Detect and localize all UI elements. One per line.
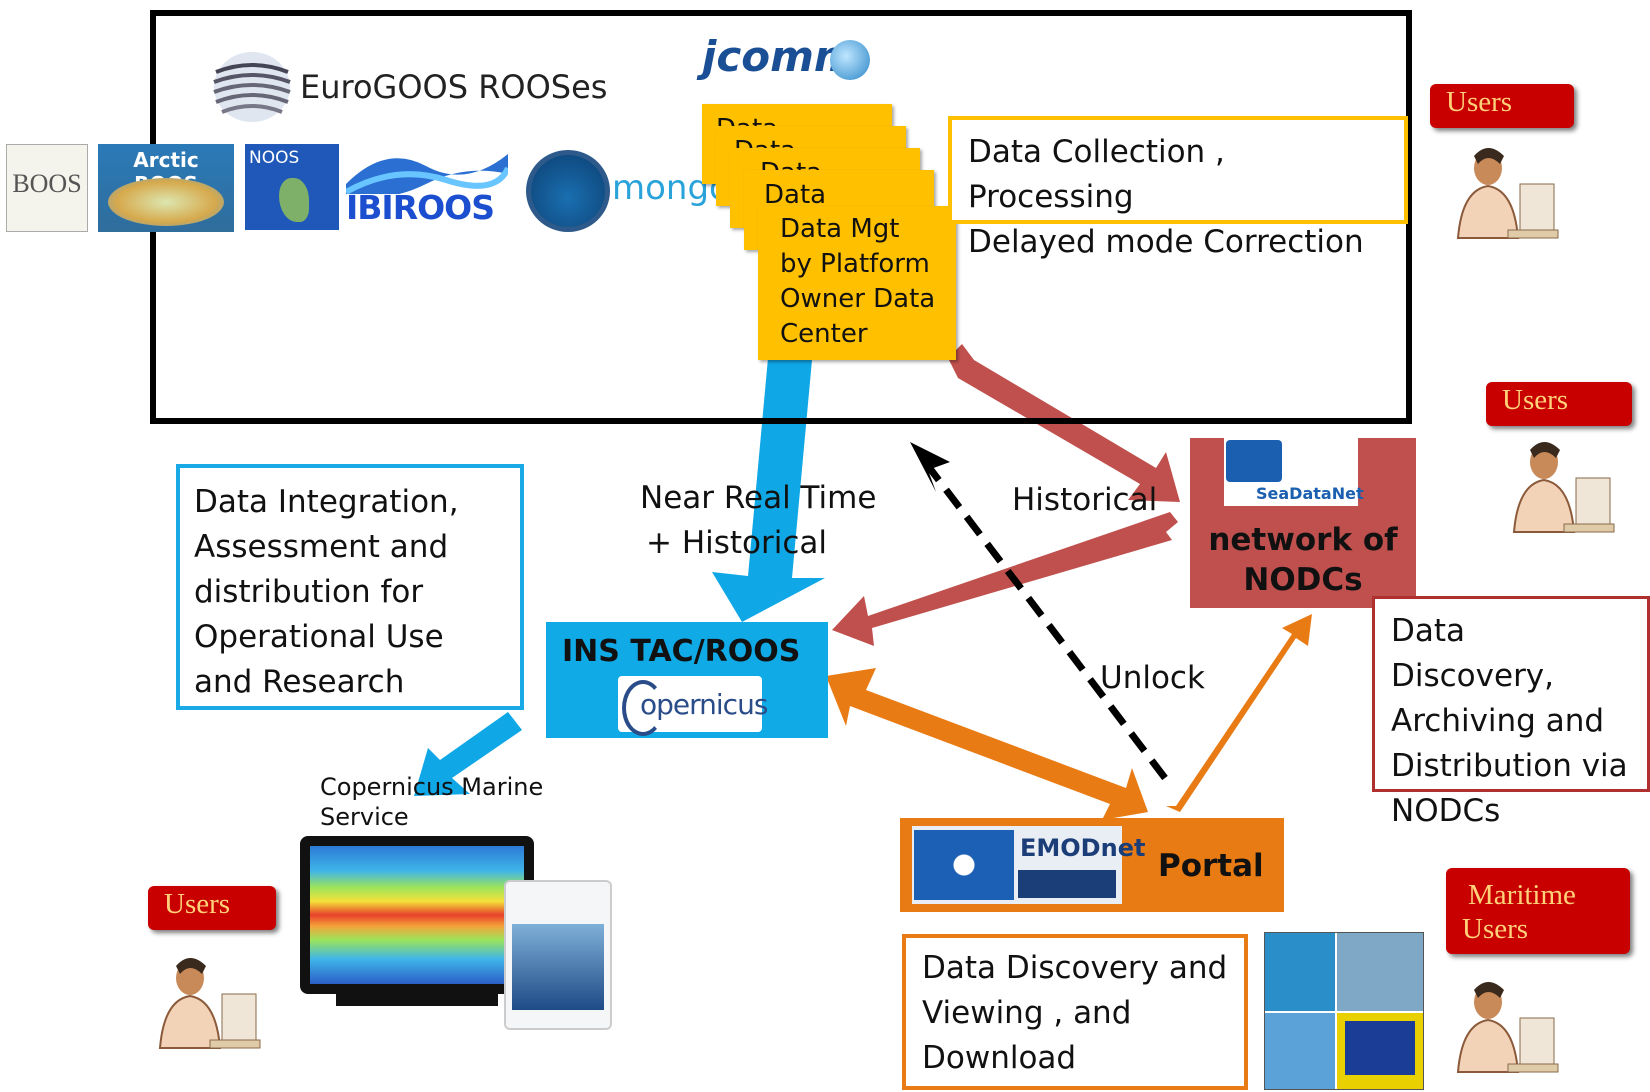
- integration-note: Data Integration, Assessment and distrib…: [176, 464, 524, 710]
- maritime-users-line: Maritime: [1468, 879, 1576, 911]
- nrt-arrow: [712, 358, 825, 622]
- data-mgt-line: Center: [780, 319, 868, 349]
- collection-note: Data Collection , Processing Delayed mod…: [948, 116, 1408, 260]
- integration-line: and Research: [194, 664, 405, 700]
- user-at-computer-icon: [1448, 138, 1560, 250]
- handshake-icon: [1337, 933, 1423, 1011]
- noos-logo-text: NOOS: [249, 148, 300, 168]
- unlock-arrowhead: [910, 442, 950, 492]
- data-card-label: Data: [764, 180, 827, 210]
- portal-discovery-line: Download: [922, 1040, 1077, 1076]
- ibiroos-logo-text: IBIROOS: [346, 188, 495, 227]
- data-mgt-line: Data Mgt: [780, 214, 900, 244]
- user-at-computer-icon: [150, 948, 262, 1060]
- integration-line: Data Integration,: [194, 484, 459, 520]
- mongoos-icon: [526, 150, 610, 232]
- maritime-users-tag: Maritime Users: [1446, 868, 1630, 954]
- cmems-label-line: Service: [320, 803, 409, 831]
- nodc-discovery-line: NODCs: [1391, 793, 1501, 829]
- eu-flag-icon: [1018, 870, 1116, 898]
- portal-nodc-arrow: [1166, 614, 1312, 812]
- portal-discovery-note: Data Discovery and Viewing , and Downloa…: [902, 934, 1248, 1090]
- seadatanet-logo-text: SeaDataNet: [1256, 484, 1364, 503]
- nodc-discovery-note: Data Discovery, Archiving and Distributi…: [1372, 596, 1650, 829]
- nrt-flow-line: + Historical: [646, 525, 828, 561]
- fish-icon: [1265, 933, 1335, 1011]
- historical-arrow: [832, 512, 1178, 646]
- cmems-arrow: [414, 712, 522, 796]
- users-tag-top: Users: [1430, 84, 1574, 128]
- arctic-map-icon: [108, 178, 224, 226]
- users-tag-mid: Users: [1486, 382, 1632, 426]
- emodnet-logo-text: EMODnet: [1020, 834, 1146, 862]
- boos-logo-text: BOOS: [12, 169, 82, 198]
- boos-logo: BOOS: [6, 144, 88, 232]
- nrt-flow-line: Near Real Time: [640, 480, 877, 516]
- nodc-discovery-line: Archiving and: [1391, 703, 1605, 739]
- nodc-title-line: NODCs: [1243, 562, 1363, 598]
- maritime-users-line: Users: [1462, 913, 1529, 945]
- tablet-screen: [512, 924, 604, 1010]
- cmems-label: Copernicus Marine Service: [320, 772, 543, 832]
- portal-title: Portal: [1158, 848, 1264, 884]
- globe-icon: [830, 40, 870, 80]
- user-at-computer-icon: [1504, 432, 1616, 544]
- ins-tac-roos-node: INS TAC/ROOS opernicus: [546, 622, 828, 738]
- cmems-monitor: [300, 836, 534, 994]
- user-at-computer-icon: [1448, 972, 1560, 1084]
- uk-map-icon: [279, 178, 309, 222]
- nodc-discovery-line: Data Discovery,: [1391, 613, 1555, 694]
- copernicus-logo: opernicus: [618, 676, 768, 736]
- nodc-title-line: network of: [1208, 522, 1398, 558]
- eurogoos-logo: [212, 50, 292, 124]
- nrt-flow-label: Near Real Time + Historical: [640, 476, 876, 566]
- arctic-roos-logo: Arctic ROOS: [98, 144, 234, 232]
- emodnet-logo: EMODnet: [912, 826, 1145, 904]
- sea-temperature-map: [310, 846, 524, 984]
- emodnet-wave-icon: [914, 830, 1014, 900]
- ins-tac-title: INS TAC/ROOS: [562, 634, 801, 669]
- unlock-flow-label: Unlock: [1100, 660, 1205, 696]
- integration-line: Assessment and: [194, 529, 449, 565]
- sailboat-icon: [1265, 1013, 1335, 1089]
- monitor-stand: [336, 994, 498, 1006]
- copernicus-c-icon: [622, 680, 664, 736]
- nodc-network-node: SeaDataNet network of NODCs: [1190, 438, 1416, 608]
- eu-flag-field: [1345, 1021, 1415, 1075]
- data-mgt-card: Data Mgt by Platform Owner Data Center: [758, 206, 956, 360]
- cmems-tablet: [504, 880, 612, 1030]
- eurogoos-roos-title: EuroGOOS ROOSes: [300, 68, 608, 106]
- eu-flag-icon: [1337, 1013, 1423, 1089]
- portal-tac-arrow: [826, 668, 1148, 820]
- collection-line: Data Collection , Processing: [968, 134, 1225, 215]
- copernicus-logo-text: opernicus: [640, 688, 768, 721]
- nodc-title: network of NODCs: [1190, 520, 1416, 600]
- portal-discovery-line: Viewing , and: [922, 995, 1132, 1031]
- historical-flow-label: Historical: [1012, 482, 1158, 518]
- noos-logo: NOOS: [245, 144, 339, 230]
- eu-stars-icon: [1226, 440, 1282, 482]
- data-mgt-line: Owner Data: [780, 284, 936, 314]
- maritime-collage: [1264, 932, 1424, 1090]
- nodc-discovery-line: Distribution via: [1391, 748, 1628, 784]
- collection-line: Delayed mode Correction: [968, 224, 1364, 260]
- portal-discovery-line: Data Discovery and: [922, 950, 1228, 986]
- data-mgt-line: by Platform: [780, 249, 930, 279]
- cmems-label-line: Copernicus Marine: [320, 773, 544, 801]
- seadatanet-logo: SeaDataNet: [1224, 438, 1364, 506]
- users-tag-left: Users: [148, 886, 276, 930]
- ibiroos-logo: IBIROOS: [346, 144, 508, 230]
- emodnet-portal-node: EMODnet Portal: [900, 818, 1284, 912]
- integration-line: distribution for: [194, 574, 424, 610]
- integration-line: Operational Use: [194, 619, 444, 655]
- jcomm-logo: jcomm: [660, 32, 880, 88]
